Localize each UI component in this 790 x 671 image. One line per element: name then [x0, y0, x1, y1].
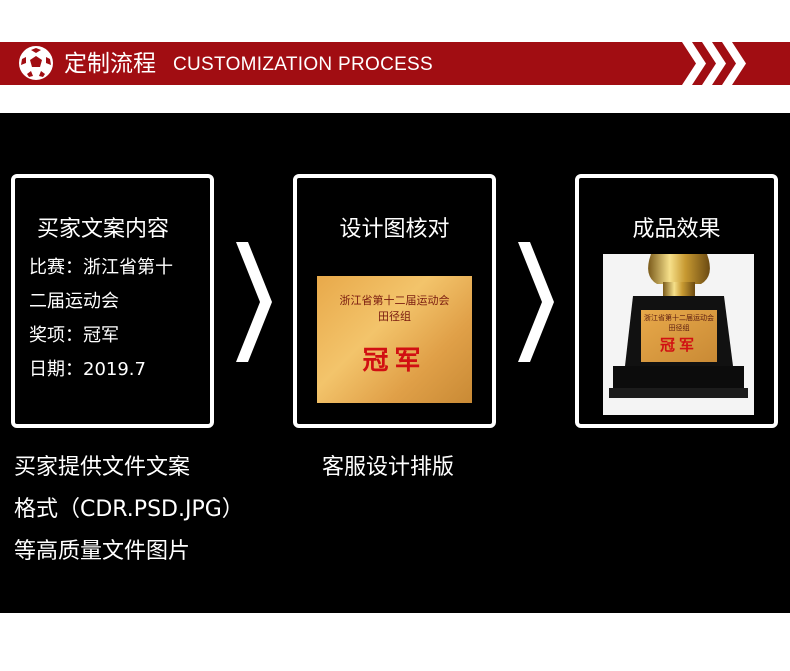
step2-caption: 客服设计排版: [322, 455, 455, 480]
section-header-banner: 定制流程 CUSTOMIZATION PROCESS: [0, 42, 790, 85]
step-buyer-content-box: 买家文案内容 比赛：浙江省第十 二届运动会 奖项：冠军 日期：2019.7: [11, 174, 214, 428]
trophy-plaque-award: 冠军: [659, 336, 698, 354]
process-panel: 买家文案内容 比赛：浙江省第十 二届运动会 奖项：冠军 日期：2019.7 设计…: [0, 113, 790, 613]
content-line: 日期：2019.7: [29, 359, 146, 380]
step-title: 成品效果: [632, 217, 721, 242]
chevron-right-icon: [518, 242, 554, 362]
step-title: 设计图核对: [339, 217, 450, 242]
chevron-right-icon: [236, 242, 272, 362]
step1-caption: 格式（CDR.PSD.JPG）: [14, 497, 244, 522]
step1-caption: 买家提供文件文案: [14, 455, 191, 480]
trophy-plaque-group: 田径组: [668, 324, 690, 332]
plaque-group: 田径组: [378, 310, 411, 323]
soccer-ball-icon: [19, 46, 53, 80]
step1-caption: 等高质量文件图片: [14, 539, 191, 564]
plaque-event: 浙江省第十二届运动会: [339, 294, 450, 307]
step-title: 买家文案内容: [37, 217, 170, 242]
step-final-result-box: 成品效果: [575, 174, 778, 428]
plaque-award: 冠军: [362, 346, 427, 376]
header-title-cn: 定制流程: [64, 51, 156, 77]
trophy-image: [603, 254, 754, 415]
design-plaque: 浙江省第十二届运动会 田径组 冠军: [317, 276, 472, 403]
header-title-en: CUSTOMIZATION PROCESS: [173, 54, 434, 75]
trophy-plaque-event: 浙江省第十二届运动会: [644, 314, 714, 322]
trophy-photo: 浙江省第十二届运动会 田径组 冠军: [603, 254, 754, 415]
chevrons-right-icon: [682, 42, 746, 85]
step-design-check-box: 设计图核对 浙江省第十二届运动会 田径组 冠军: [293, 174, 496, 428]
content-line: 二届运动会: [29, 291, 119, 312]
content-line: 比赛：浙江省第十: [29, 257, 173, 278]
content-line: 奖项：冠军: [29, 325, 119, 346]
